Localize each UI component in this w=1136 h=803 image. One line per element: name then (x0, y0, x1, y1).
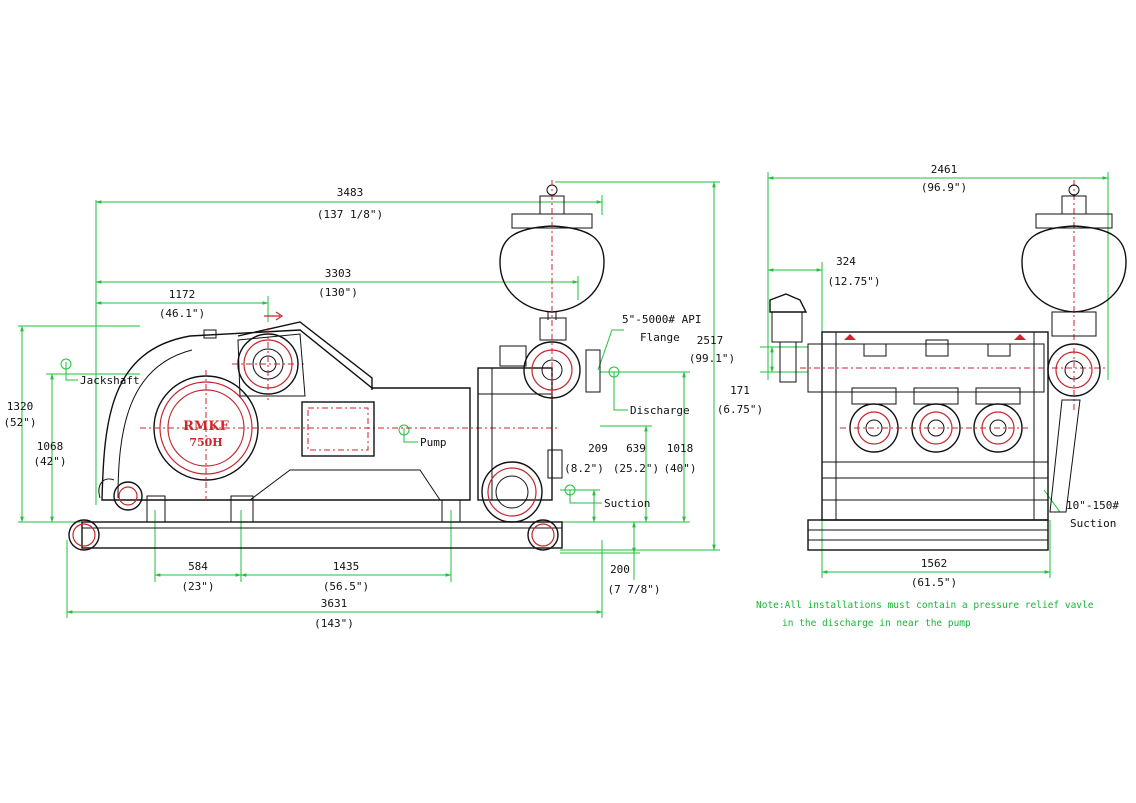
note-line-2: in the discharge in near the pump (782, 618, 971, 629)
right-dimension-text: 2461 (96.9") 324 (12.75") 171 (6.75") 15… (717, 163, 967, 589)
note-line-1: Note:All installations must contain a pr… (756, 600, 1094, 611)
pump-label: Pump (420, 436, 447, 449)
rmkf-logo: RMKF 750H (183, 419, 229, 449)
dim-1435-in: (56.5") (323, 580, 369, 593)
dim-1018: 1018 (667, 442, 694, 455)
dim-2461-in: (96.9") (921, 181, 967, 194)
dim-3483-in: (137 1/8") (317, 208, 383, 221)
dim-1320: 1320 (7, 400, 34, 413)
installation-note: Note:All installations must contain a pr… (756, 600, 1094, 629)
dim-200-in: (7 7/8") (608, 583, 661, 596)
right-pump-body (769, 180, 1127, 551)
jackshaft-label: Jackshaft (80, 374, 140, 387)
left-pump-body (68, 180, 605, 551)
dim-3303: 3303 (325, 267, 352, 280)
dim-584: 584 (188, 560, 208, 573)
right-callouts: 10"-150# Suction (1066, 499, 1119, 530)
suction-size-label: 10"-150# (1066, 499, 1119, 512)
dim-1320-in: (52") (3, 416, 36, 429)
dim-171: 171 (730, 384, 750, 397)
svg-text:750H: 750H (189, 436, 222, 449)
dim-1435: 1435 (333, 560, 360, 573)
dim-3631-in: (143") (314, 617, 354, 630)
dim-324-in: (12.75") (828, 275, 881, 288)
dim-1172: 1172 (169, 288, 196, 301)
dim-3631: 3631 (321, 597, 348, 610)
right-suction-label: Suction (1070, 517, 1116, 530)
left-dimension-text: 3483 (137 1/8") 3303 (130") 1172 (46.1")… (3, 186, 735, 630)
dim-3483: 3483 (337, 186, 364, 199)
left-dimension-lines (18, 181, 720, 618)
dim-1562-in: (61.5") (911, 576, 957, 589)
dim-3303-in: (130") (318, 286, 358, 299)
flange-label-line2: Flange (640, 331, 680, 344)
dim-639-in: (25.2") (613, 462, 659, 475)
svg-text:RMKF: RMKF (183, 419, 229, 434)
dim-639: 639 (626, 442, 646, 455)
left-callouts: Jackshaft Pump Discharge Suction 5"-5000… (80, 313, 701, 510)
discharge-label: Discharge (630, 404, 690, 417)
dim-2517-in: (99.1") (689, 352, 735, 365)
suction-label: Suction (604, 497, 650, 510)
dim-324: 324 (836, 255, 856, 268)
right-dimension-lines (760, 172, 1109, 578)
dim-209: 209 (588, 442, 608, 455)
dim-1562: 1562 (921, 557, 948, 570)
dim-200: 200 (610, 563, 630, 576)
dim-2517: 2517 (697, 334, 724, 347)
dim-2461: 2461 (931, 163, 958, 176)
dim-209-in: (8.2") (564, 462, 604, 475)
dim-584-in: (23") (181, 580, 214, 593)
dim-1068: 1068 (37, 440, 64, 453)
dim-1018-in: (40") (663, 462, 696, 475)
dim-1172-in: (46.1") (159, 307, 205, 320)
dim-1068-in: (42") (33, 455, 66, 468)
flange-label-line1: 5"-5000# API (622, 313, 701, 326)
dim-171-in: (6.75") (717, 403, 763, 416)
